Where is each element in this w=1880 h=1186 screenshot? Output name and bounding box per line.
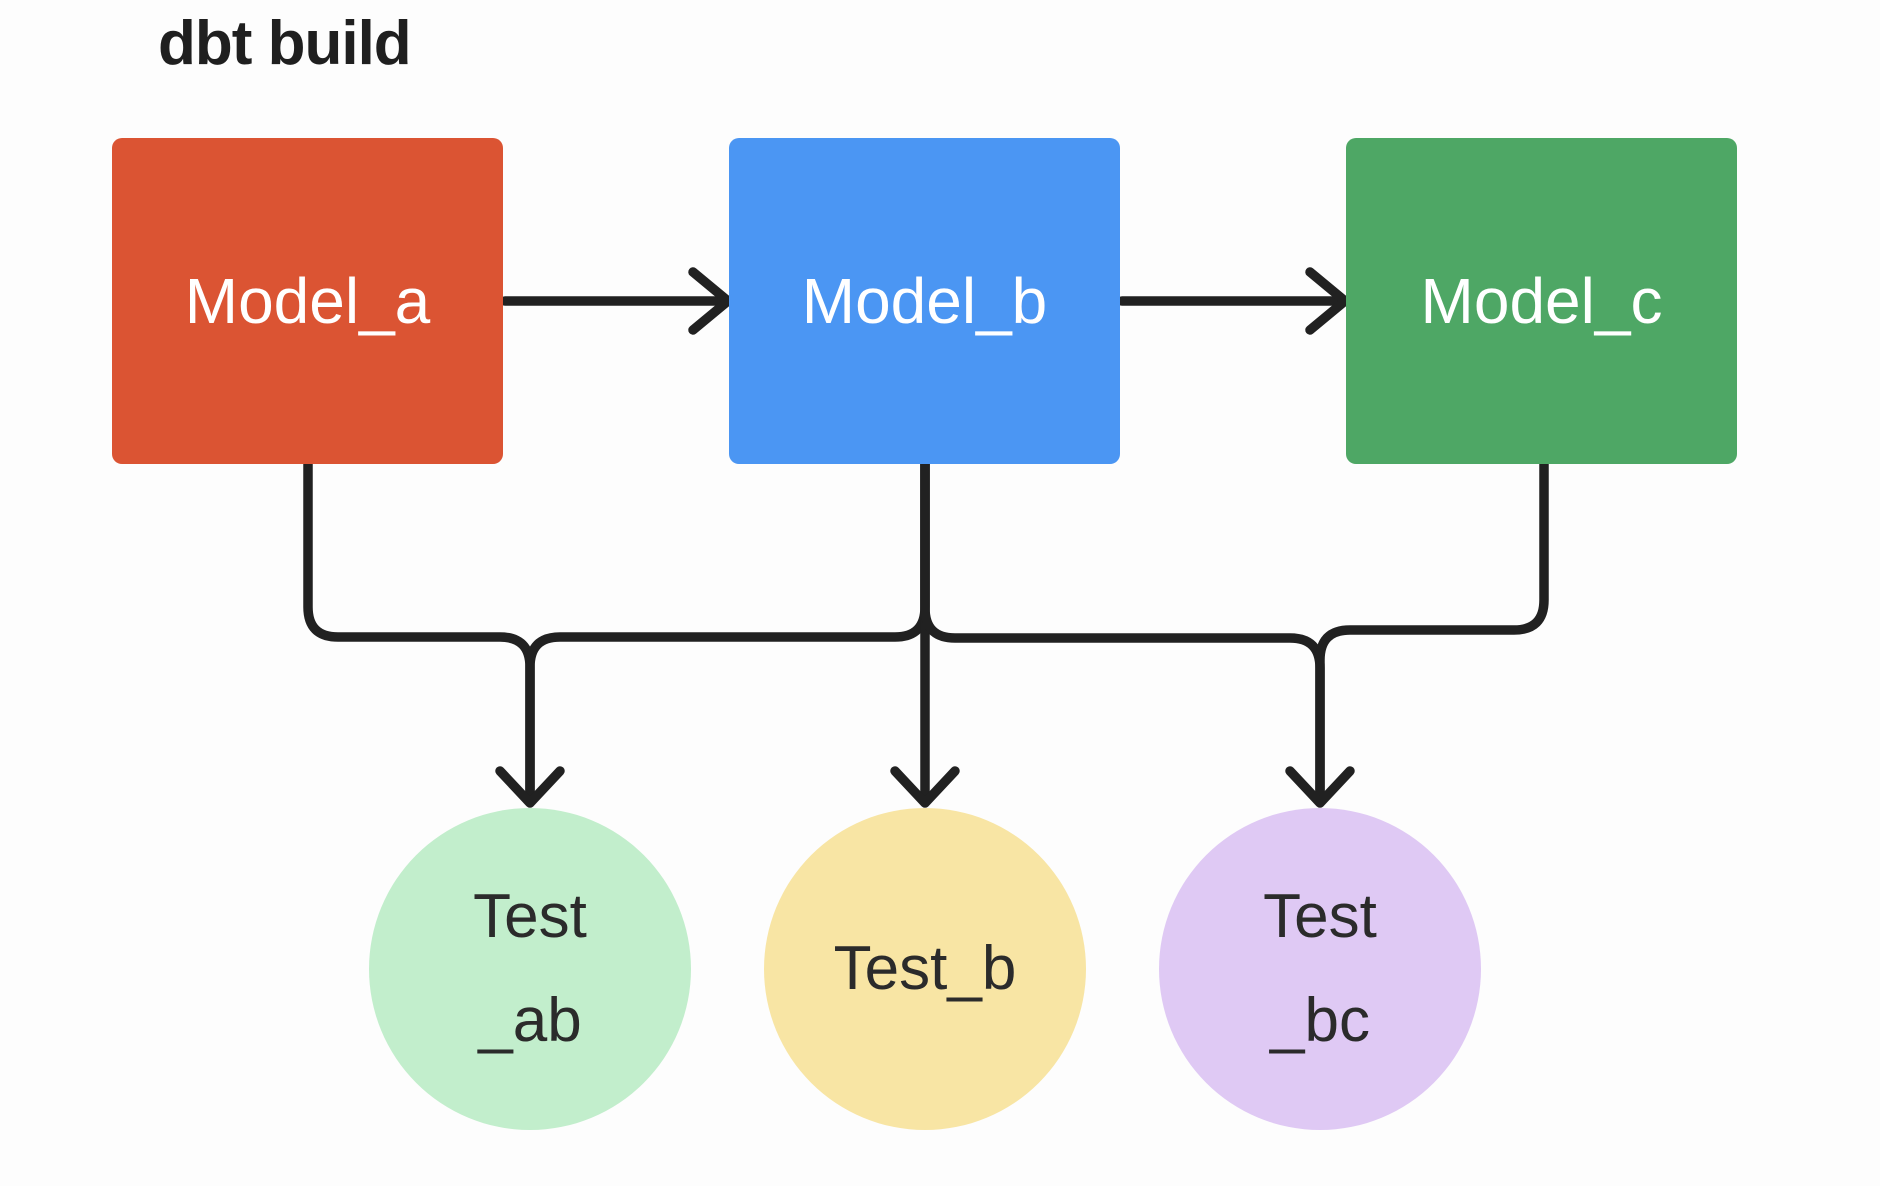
node-test-bc-label-line1: Test [1263, 882, 1377, 951]
arrowhead-right-icon [1305, 267, 1350, 335]
node-test-ab-label-line2: _ab [478, 986, 582, 1055]
node-test-bc: Test _bc [1159, 808, 1481, 1130]
edge-model-a-to-model-b [500, 267, 733, 335]
node-model-a: Model_a [112, 138, 503, 464]
node-model-b: Model_b [729, 138, 1120, 464]
edge-model-b-to-test-bc [920, 459, 1325, 799]
arrowhead-down-icon [1285, 766, 1355, 808]
node-model-a-label: Model_a [184, 265, 431, 337]
arrowhead-down-icon [495, 766, 565, 808]
node-model-b-label: Model_b [801, 265, 1048, 337]
node-test-b: Test_b [764, 808, 1086, 1130]
edge-model-a-to-test-ab [303, 459, 535, 799]
node-test-ab: Test _ab [369, 808, 691, 1130]
arrowhead-down-icon [890, 766, 960, 808]
node-model-c: Model_c [1346, 138, 1737, 464]
edge-model-b-to-model-c [1117, 267, 1350, 335]
arrowhead-right-icon [688, 267, 733, 335]
edge-model-b-to-test-ab [525, 459, 930, 799]
diagram-title: dbt build [158, 9, 412, 78]
node-model-c-label: Model_c [1420, 265, 1663, 337]
node-test-ab-label-line1: Test [473, 882, 587, 951]
node-test-bc-label-line2: _bc [1270, 986, 1370, 1055]
node-test-b-label: Test_b [833, 934, 1017, 1003]
edge-model-c-to-test-bc [1315, 459, 1549, 799]
